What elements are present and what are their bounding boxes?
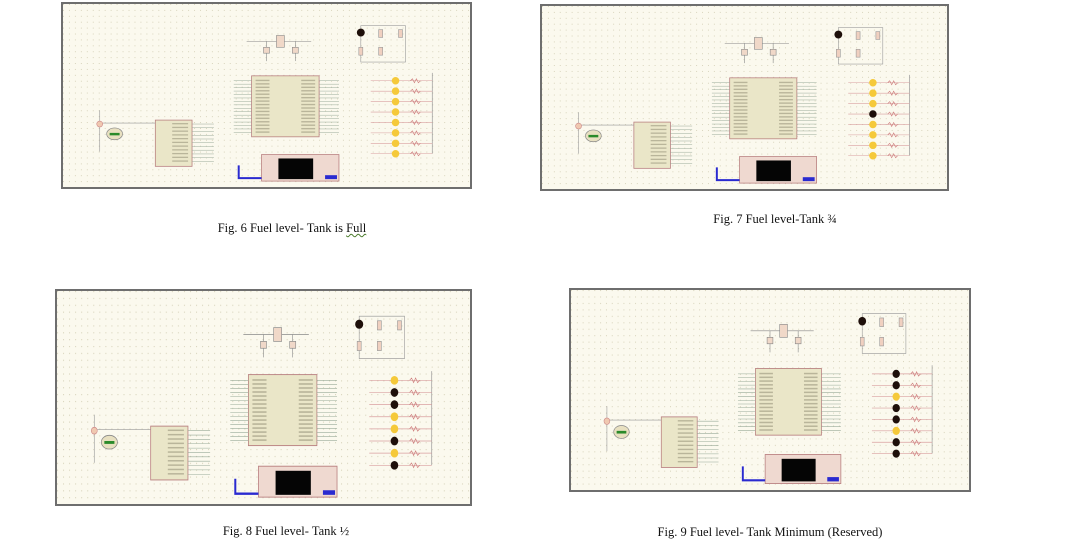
fuel-led-on bbox=[869, 141, 877, 150]
caption-text: Fig. 8 Fuel level- Tank ½ bbox=[222, 524, 350, 538]
fuel-level-sensor bbox=[90, 414, 118, 463]
microcontroller-chip bbox=[711, 77, 817, 140]
figure-7-caption: Fig. 7 Fuel level-Tank ¾ bbox=[713, 212, 836, 227]
led-bar bbox=[369, 371, 433, 470]
fuel-led-on bbox=[391, 97, 400, 106]
crystal-oscillator bbox=[750, 324, 814, 353]
figure-9-caption: Fig. 9 Fuel level- Tank Minimum (Reserve… bbox=[658, 525, 883, 540]
fuel-led-on bbox=[391, 108, 400, 116]
caption-spellcheck-word: Full bbox=[346, 221, 367, 235]
fuel-led-on bbox=[391, 129, 400, 137]
fuel-led-on bbox=[869, 152, 877, 160]
fuel-led-off bbox=[869, 110, 877, 118]
figure-6-schematic bbox=[61, 2, 472, 189]
fuel-led-on bbox=[869, 89, 877, 97]
microcontroller-chip bbox=[230, 374, 338, 447]
microcontroller-chip bbox=[233, 75, 339, 138]
fuel-led-on bbox=[391, 118, 400, 127]
figure-6-caption: Fig. 6 Fuel level- Tank is Full bbox=[218, 221, 367, 236]
figure-8-caption: Fig. 8 Fuel level- Tank ½ bbox=[223, 524, 349, 539]
fuel-led-on bbox=[869, 131, 877, 139]
fuel-level-sensor bbox=[96, 110, 123, 152]
fuel-led-on bbox=[892, 426, 900, 435]
fuel-led-off bbox=[390, 400, 399, 409]
caption-text: Fig. 6 Fuel level- Tank is bbox=[217, 221, 347, 235]
sensor-interface-chip bbox=[609, 416, 719, 468]
power-circuit bbox=[355, 315, 405, 359]
lcd-display bbox=[715, 156, 818, 184]
fuel-led-off bbox=[892, 449, 900, 458]
figure-9-schematic bbox=[569, 288, 971, 492]
sensor-interface-chip bbox=[97, 425, 211, 481]
lcd-display bbox=[237, 154, 340, 182]
fuel-led-on bbox=[391, 77, 400, 85]
power-circuit bbox=[834, 27, 884, 65]
fuel-level-sensor bbox=[603, 406, 630, 452]
caption-text: Fig. 7 Fuel level-Tank ¾ bbox=[713, 212, 837, 226]
crystal-oscillator bbox=[724, 37, 789, 64]
fuel-led-on bbox=[391, 139, 400, 148]
led-bar bbox=[871, 365, 933, 458]
crystal-oscillator bbox=[246, 35, 312, 62]
fuel-led-off bbox=[892, 381, 900, 390]
fuel-led-on bbox=[391, 87, 400, 95]
fuel-led-on bbox=[391, 150, 400, 158]
sensor-interface-chip bbox=[102, 119, 214, 167]
fuel-led-on bbox=[869, 79, 877, 87]
fuel-led-on bbox=[390, 412, 399, 422]
lcd-display bbox=[741, 454, 842, 484]
fuel-led-on bbox=[390, 448, 399, 458]
fuel-led-off bbox=[892, 438, 900, 447]
power-circuit bbox=[858, 313, 907, 354]
power-circuit bbox=[356, 25, 406, 63]
fuel-led-off bbox=[390, 436, 399, 446]
fuel-led-on bbox=[390, 375, 399, 385]
fuel-led-off bbox=[390, 460, 399, 470]
fuel-led-on bbox=[869, 120, 877, 129]
microcontroller-chip bbox=[737, 368, 841, 436]
fuel-led-off bbox=[892, 403, 900, 413]
caption-text: Fig. 9 Fuel level- Tank Minimum (Reserve… bbox=[657, 525, 883, 539]
fuel-led-on bbox=[390, 424, 399, 434]
sensor-interface-chip bbox=[581, 121, 693, 169]
crystal-oscillator bbox=[243, 327, 309, 358]
led-bar bbox=[370, 72, 433, 158]
fuel-led-on bbox=[892, 392, 900, 401]
fuel-led-on bbox=[869, 99, 877, 108]
fuel-level-sensor bbox=[575, 112, 602, 154]
figure-7-schematic bbox=[540, 4, 949, 191]
fuel-led-off bbox=[390, 388, 399, 397]
figure-8-schematic bbox=[55, 289, 472, 506]
fuel-led-off bbox=[892, 369, 900, 378]
lcd-display bbox=[234, 465, 338, 498]
led-bar bbox=[848, 74, 910, 160]
fuel-led-off bbox=[892, 415, 900, 424]
